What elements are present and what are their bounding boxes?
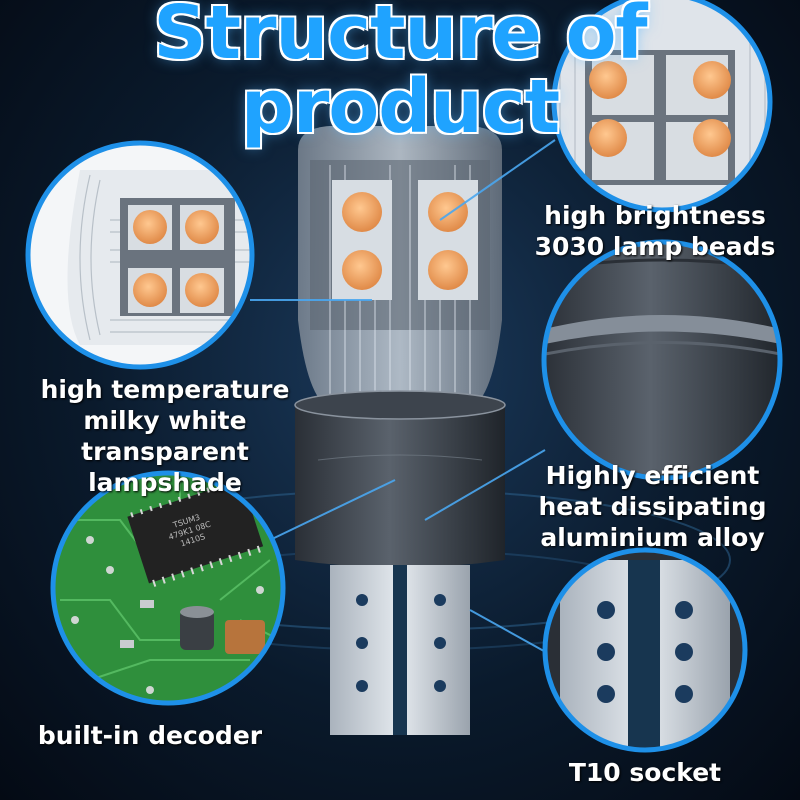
page-title: Structure of product	[153, 0, 647, 150]
socket-callout: T10 socket	[568, 758, 722, 787]
alloy-callout: Highly efficient heat dissipating alumin…	[538, 461, 767, 552]
beads-closeup-circle	[551, 0, 773, 213]
pointer-lines	[250, 139, 561, 661]
decoder-closeup-circle: TSUM3479K1 08C1410S	[50, 470, 286, 706]
lamp-beads	[332, 180, 478, 300]
t10-base	[330, 565, 470, 735]
decoder-callout: built-in decoder	[37, 721, 263, 750]
lampshade-callout: high temperature milky white transparent…	[40, 375, 290, 497]
heat-sink	[294, 390, 506, 568]
lampshade-closeup-circle	[25, 140, 255, 370]
socket-closeup-circle	[542, 547, 748, 753]
alloy-closeup-circle	[541, 239, 783, 481]
beads-callout: high brightness 3030 lamp beads	[534, 201, 776, 261]
